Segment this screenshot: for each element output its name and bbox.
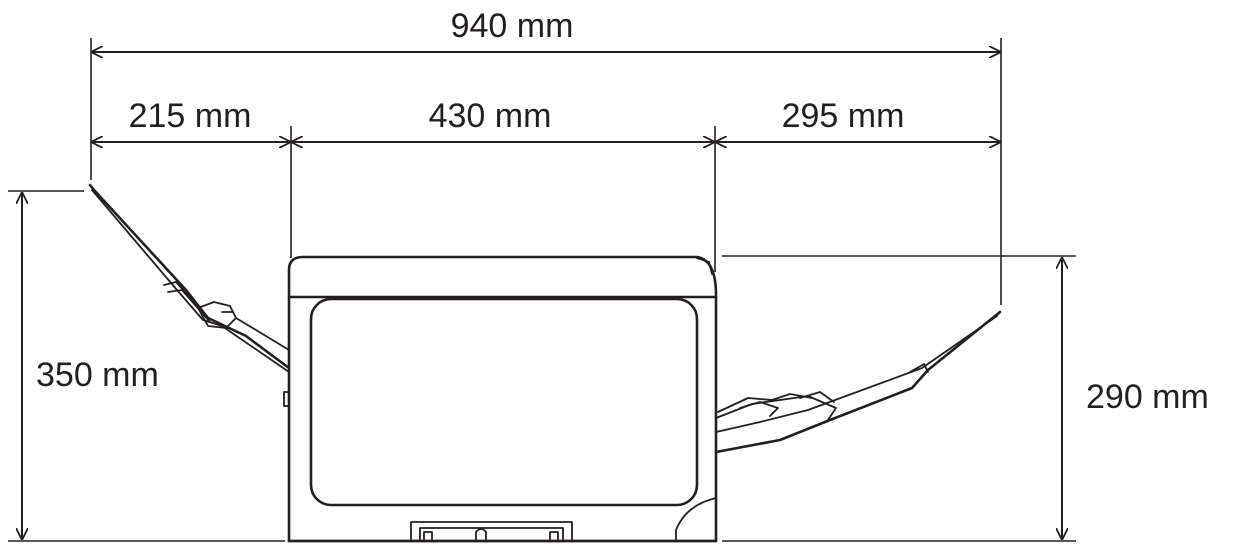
label-total-width: 940 mm <box>451 7 574 45</box>
label-height-with-tray: 350 mm <box>36 356 159 394</box>
label-body-height: 290 mm <box>1086 378 1209 416</box>
label-left-tray-depth: 215 mm <box>129 97 252 135</box>
printer-body <box>283 255 718 543</box>
label-right-tray-depth: 295 mm <box>782 97 905 135</box>
dimension-labels: 940 mm 215 mm 430 mm 295 mm 350 mm 290 m… <box>36 7 1209 416</box>
label-body-depth: 430 mm <box>429 97 552 135</box>
front-output-tray <box>714 310 1002 454</box>
dimension-lines <box>22 52 1062 539</box>
extension-lines <box>8 38 1076 542</box>
rear-paper-tray <box>88 183 291 373</box>
